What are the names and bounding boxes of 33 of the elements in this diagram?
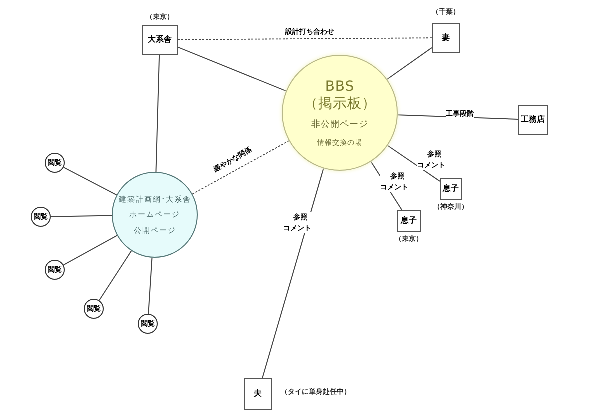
person-box xyxy=(397,210,421,232)
viewer-circle xyxy=(45,153,65,173)
connector-line xyxy=(156,54,160,173)
viewer-circle xyxy=(45,260,65,280)
viewer-circle xyxy=(138,314,158,334)
connector-line xyxy=(63,235,118,266)
node-label: 大系舎 xyxy=(148,35,172,45)
node-label: 工務店 xyxy=(521,115,545,125)
connector-line xyxy=(98,250,132,302)
bbs-subtitle: 非公開ページ xyxy=(312,120,368,131)
person-box xyxy=(244,378,272,410)
node-label: 妻 xyxy=(442,33,450,43)
connector-line xyxy=(178,46,287,92)
bbs-circle xyxy=(282,55,398,171)
viewer-circle xyxy=(31,207,51,227)
connector-line xyxy=(387,145,440,182)
bbs-title: （掲示板） xyxy=(304,96,376,114)
person-box xyxy=(440,178,462,200)
connector-line xyxy=(148,257,153,315)
connector-line xyxy=(262,168,324,378)
person-box xyxy=(518,105,548,135)
node-label: 息子 xyxy=(401,216,417,226)
dashed-line xyxy=(192,140,290,195)
viewer-circle xyxy=(84,299,104,319)
connector-line xyxy=(50,215,112,218)
node-label: 息子 xyxy=(443,184,459,194)
node-label: 夫 xyxy=(254,389,262,399)
connector-line xyxy=(386,47,432,80)
connector-line xyxy=(63,167,118,196)
person-box xyxy=(142,25,178,55)
bbs-title: BBS xyxy=(325,78,355,96)
person-box xyxy=(432,23,460,53)
dashed-line xyxy=(178,38,432,40)
